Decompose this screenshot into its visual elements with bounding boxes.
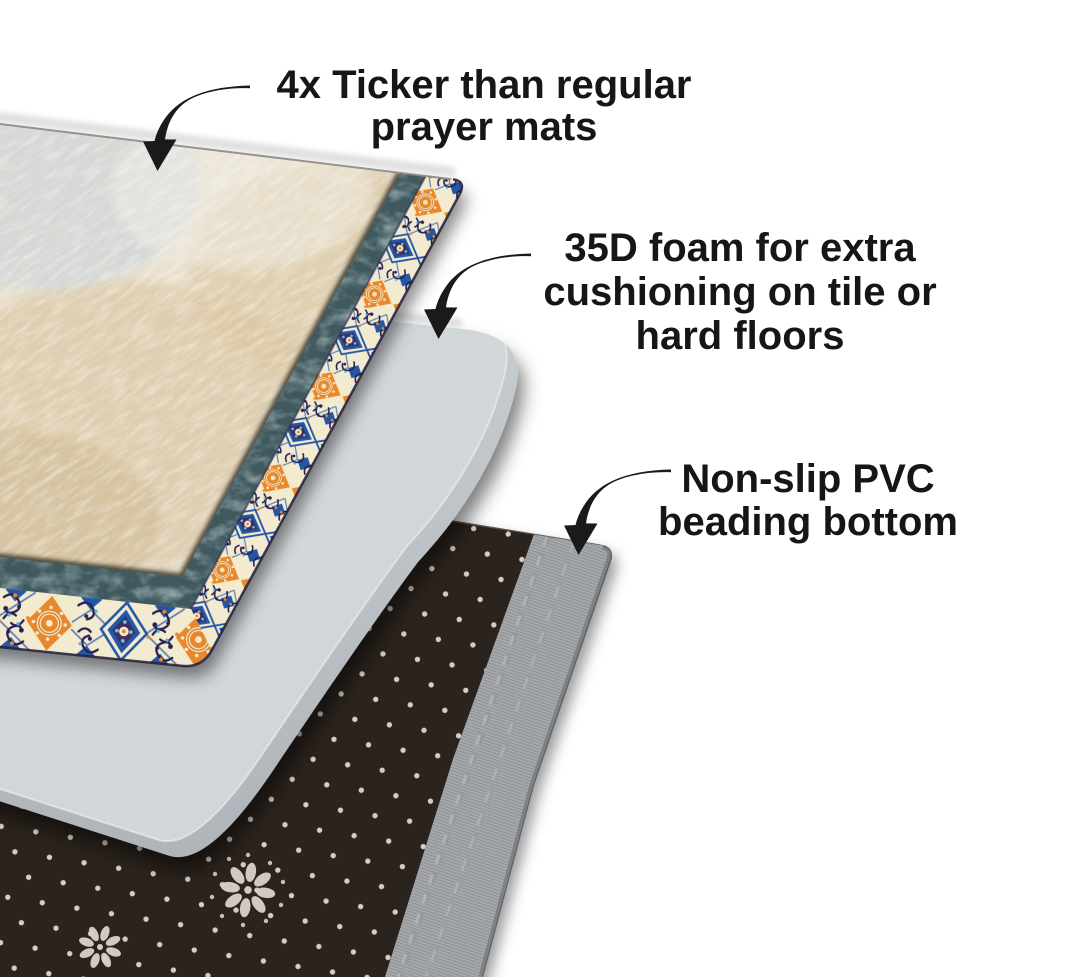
label-beading: Non-slip PVC beading bottom <box>558 458 1058 544</box>
mat-tile-border <box>0 175 462 667</box>
label-thickness: 4x Ticker than regular prayer mats <box>234 64 734 148</box>
dot-ring <box>209 852 286 928</box>
label-foam-line3: hard floors <box>635 314 845 358</box>
label-foam-line1: 35D foam for extra <box>564 226 916 270</box>
stitch-seam <box>396 535 549 977</box>
stitch-seam <box>424 540 576 977</box>
mat-teal-trim <box>0 172 426 609</box>
label-foam-line2: cushioning on tile or <box>543 270 937 314</box>
mat-top-edge <box>0 123 452 181</box>
label-beading-line2: beading bottom <box>658 500 958 544</box>
label-foam: 35D foam for extra cushioning on tile or… <box>490 226 990 358</box>
mat-outline <box>0 178 464 668</box>
label-thickness-line1: 4x Ticker than regular <box>276 63 692 107</box>
label-thickness-line2: prayer mats <box>370 105 598 149</box>
stitch-seam <box>397 532 552 977</box>
label-beading-line1: Non-slip PVC <box>681 457 935 501</box>
